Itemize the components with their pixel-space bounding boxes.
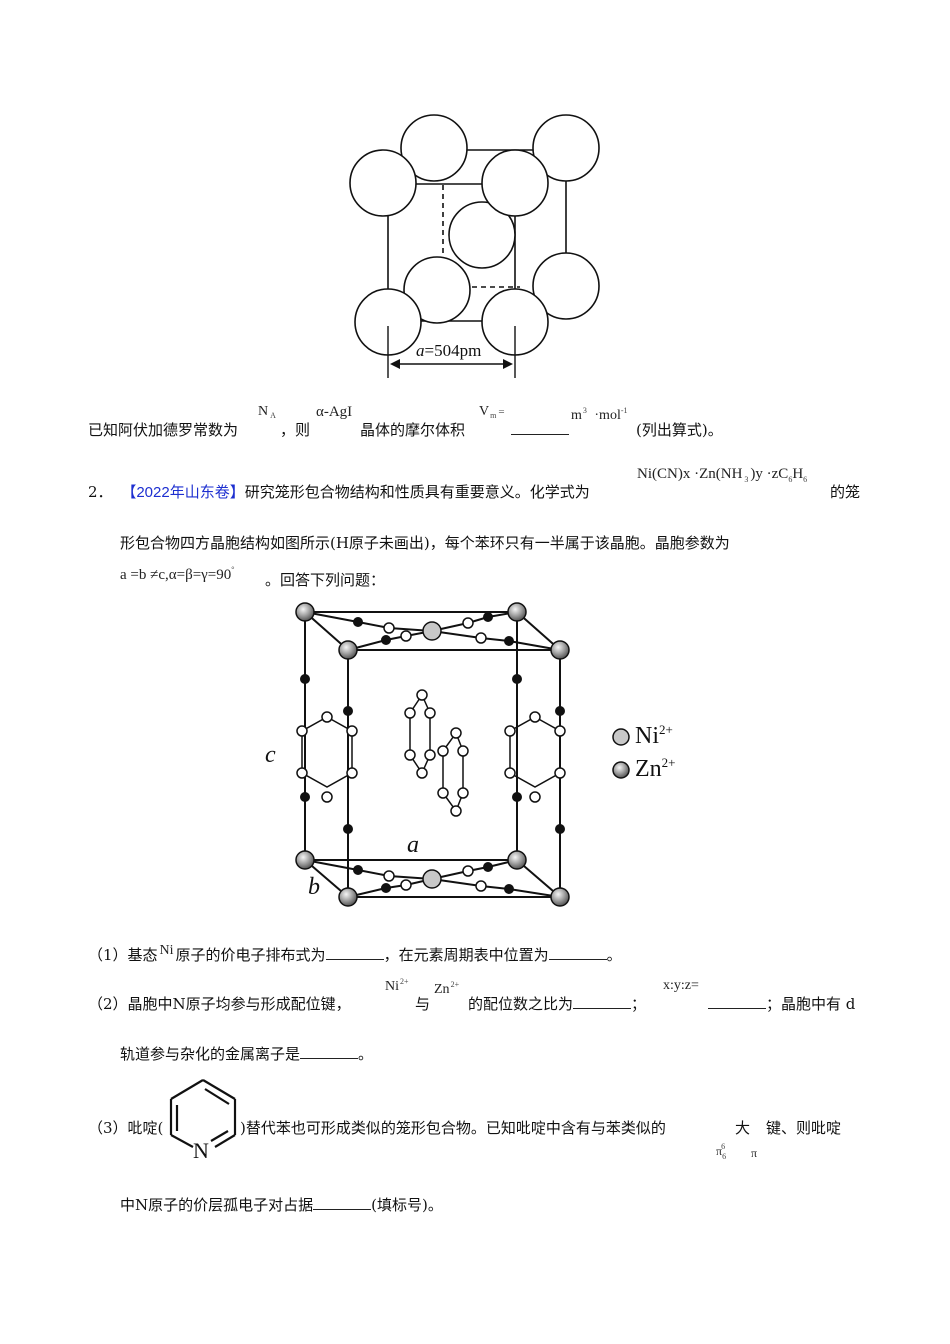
sub-question-2-prefix: （2）晶胞中N原子均参与形成配位键， (88, 995, 351, 1013)
legend-zn-marker (612, 761, 630, 779)
pyridine-structure-icon (169, 1079, 237, 1148)
question-number: 2． (88, 483, 113, 501)
question-2-header: 2． 【2022年山东卷】研究笼形包合物结构和性质具有重要意义。化学式为 (88, 482, 590, 503)
vm-symbol: Vm= (479, 404, 505, 420)
label-value: =504pm (424, 341, 482, 360)
q1-prefix: 已知阿伏加德罗常数为 (88, 421, 239, 439)
pi-symbol-2: π (751, 1146, 758, 1160)
lattice-constant-label: a=504pm (416, 341, 481, 361)
sub1-blank-1[interactable] (325, 945, 384, 960)
formula-part2: )y ·zC (750, 466, 789, 482)
unit-m: m (571, 408, 582, 423)
sub2-blank-xyz[interactable] (708, 994, 766, 1009)
clathrate-unit-cell-figure (295, 602, 630, 907)
formula-sub3: 3 (744, 475, 749, 484)
params-degree: ° (231, 565, 235, 574)
sub1-middle: 原子的价电子排布式为 (175, 946, 326, 964)
sub2-semicolon: ； (631, 995, 647, 1013)
sub2-blank-ratio[interactable] (573, 994, 632, 1009)
sub1-middle2: ，在元素周期表中位置为 (383, 946, 549, 964)
sub3-blank[interactable] (313, 1195, 372, 1210)
sub2-after: ；晶胞中有 d (708, 994, 855, 1014)
sub2-line2-end: 。 (358, 1045, 374, 1063)
q1-then: ，则 (280, 421, 311, 439)
question-2-line2: 形包合物四方晶胞结构如图所示(H原子未画出)，每个苯环只有一半属于该晶胞。晶胞参… (120, 534, 730, 552)
na-sub: A (270, 411, 276, 420)
sub1-end: 。 (606, 946, 622, 964)
label-a: a (416, 341, 425, 360)
legend-ni-label: Ni (635, 723, 659, 749)
na-n: N (258, 404, 269, 419)
sub2-line2: 轨道参与杂化的金属离子是 。 (120, 1044, 373, 1064)
axis-label-c: c (265, 742, 276, 768)
pi-6-6-symbol: π66 (716, 1142, 730, 1161)
sub2-middle-text: 的配位数之比为 (468, 995, 574, 1013)
legend-ni: Ni2+ (635, 722, 673, 750)
question-intro: 研究笼形包合物结构和性质具有重要意义。化学式为 (244, 483, 590, 501)
unit-mol-sup: -1 (620, 406, 628, 415)
unit-m-sup: 3 (582, 406, 587, 415)
formula-sub6b: 6 (803, 475, 808, 484)
sub2-zn-ion: Zn2+ (434, 980, 460, 998)
legend-zn: Zn2+ (635, 755, 676, 783)
vm-v: V (479, 404, 490, 419)
formula-h: H (792, 466, 804, 482)
sub3-line2-text: 中N原子的价层孤电子对占据 (120, 1196, 314, 1214)
axis-label-a: a (407, 832, 419, 858)
agi-unit-cell-figure (349, 114, 600, 378)
q1-middle: 晶体的摩尔体积 (360, 421, 466, 439)
sub2-and: 与 (415, 995, 431, 1013)
sub2-ni-ion: Ni2+ (385, 977, 409, 995)
formula-sub6a: 6 (788, 475, 793, 484)
legend-ni-marker (612, 728, 630, 746)
vm-eq: = (498, 406, 505, 418)
legend-zn-label: Zn (635, 756, 662, 782)
sub3-big: 大 (735, 1119, 751, 1137)
sub1-ni: Ni (159, 943, 174, 958)
intro-end: 的笼 (830, 483, 861, 501)
sub1-prefix: （1）基态 (88, 946, 158, 964)
sub3-bond: 键、则吡啶 (766, 1119, 842, 1137)
pi-symbol: π (716, 1144, 723, 1158)
sub2-middle: 的配位数之比为 ； (468, 994, 646, 1014)
sub2-zn: Zn (434, 982, 450, 997)
unit-mol: ·mol (594, 408, 621, 423)
q1-answer-blank[interactable] (511, 420, 569, 440)
sub2-xyz: x:y:z= (663, 978, 699, 993)
sub3-prefix: （3）吡啶( (88, 1119, 164, 1137)
sub2-after-text: ；晶胞中有 d (766, 995, 856, 1013)
source-tag[interactable]: 【2022年山东卷】 (121, 484, 245, 501)
sub3-line2-end: (填标号)。 (371, 1196, 443, 1214)
sub3-line2: 中N原子的价层孤电子对占据 (填标号)。 (120, 1195, 443, 1215)
sub2-ni-sup: 2+ (400, 977, 409, 986)
pi-sub: 6 (722, 1152, 727, 1161)
axis-label-b: b (308, 874, 320, 900)
params-end: 。回答下列问题： (265, 571, 386, 589)
unit-label: m3 ·mol-1 (571, 406, 628, 424)
params-text: a =b ≠c,α=β=γ=90 (120, 567, 232, 583)
pi-sup: 6 (721, 1142, 726, 1151)
vm-sub: m (490, 411, 497, 420)
sub3-after-struct: )替代苯也可形成类似的笼形包合物。已知吡啶中含有与苯类似的 (240, 1119, 666, 1137)
legend-ni-charge: 2+ (659, 722, 673, 737)
sub2-ni: Ni (385, 979, 399, 994)
q1-suffix: (列出算式)。 (636, 421, 723, 439)
sub2-blank-metal[interactable] (300, 1044, 359, 1059)
cell-parameters: a =b ≠c,α=β=γ=90° (120, 565, 235, 584)
q1-text-line: 已知阿伏加德罗常数为 (88, 420, 238, 440)
formula-part1: Ni(CN)x ·Zn(NH (637, 466, 743, 482)
sub1-blank-2[interactable] (548, 945, 607, 960)
legend-zn-charge: 2+ (661, 755, 676, 770)
pyridine-n-label: N (193, 1138, 209, 1163)
sub2-line2-text: 轨道参与杂化的金属离子是 (120, 1045, 301, 1063)
agi-formula: α-AgI (316, 404, 353, 420)
sub2-zn-sup: 2+ (450, 980, 460, 989)
